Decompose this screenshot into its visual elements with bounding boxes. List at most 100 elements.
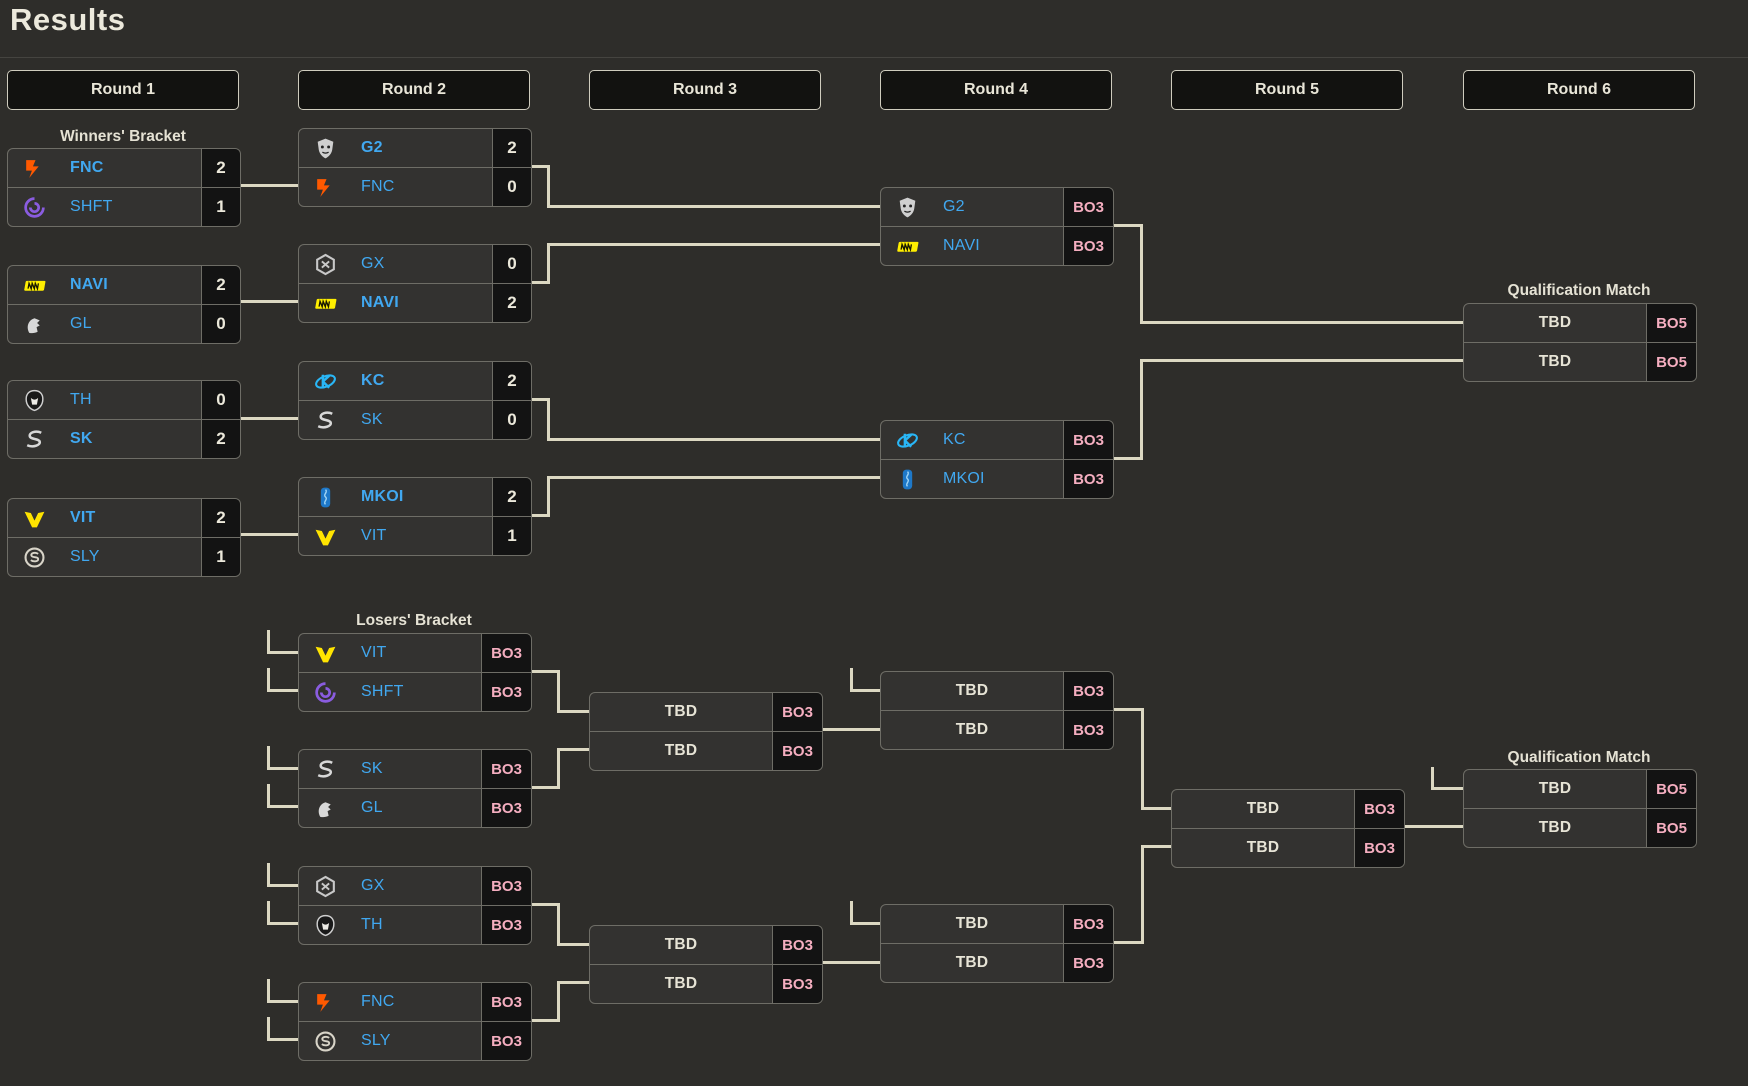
bo-badge: BO3: [1063, 188, 1113, 226]
bo-badge: BO3: [481, 634, 531, 672]
bracket-connector: [821, 960, 880, 964]
bracket-connector: [556, 747, 560, 789]
team-name: SHFT: [70, 198, 113, 215]
page-title: Results: [10, 2, 126, 37]
sk-logo-icon: [19, 426, 49, 452]
score-value: 0: [201, 381, 240, 419]
bracket-connector: [1403, 824, 1463, 828]
vit-logo-icon: [310, 640, 340, 666]
team-name: NAVI: [70, 276, 108, 293]
bracket-connector: [558, 709, 589, 713]
shft-logo-icon: [19, 194, 49, 220]
bracket-connector: [1141, 358, 1463, 362]
bracket-connector: [546, 475, 550, 517]
gl-logo-icon: [310, 795, 340, 821]
bracket-connector: [556, 980, 560, 1022]
bracket-connector: [530, 785, 558, 789]
gx-logo-icon: [310, 873, 340, 899]
bo-badge: BO3: [481, 983, 531, 1021]
bracket-connector: [266, 783, 270, 808]
score-value: 2: [492, 129, 531, 167]
bracket-connector: [530, 397, 548, 401]
team-name: KC: [361, 372, 385, 389]
team-row[interactable]: VIT BO3: [299, 634, 531, 672]
team-row[interactable]: G2 2: [299, 129, 531, 167]
bracket-connector: [1142, 806, 1172, 810]
bracket-connector: [1430, 766, 1434, 790]
bracket-connector: [558, 747, 589, 751]
score-value: 1: [201, 538, 240, 576]
qualification-match-top-label: Qualification Match: [1507, 282, 1651, 299]
team-name: NAVI: [361, 294, 399, 311]
team-name: G2: [361, 139, 383, 156]
bo-badge: BO3: [1063, 460, 1113, 498]
score-value: 0: [492, 401, 531, 439]
bracket-connector: [266, 629, 270, 654]
title-divider: [0, 57, 1748, 58]
team-name: GL: [70, 315, 92, 332]
g2-logo-icon: [310, 135, 340, 161]
bracket-connector: [548, 242, 880, 246]
bo-badge: BO3: [481, 867, 531, 905]
bracket-connector: [1113, 707, 1142, 711]
team-name: TBD: [1538, 780, 1572, 797]
gl-logo-icon: [19, 311, 49, 337]
bo-badge: BO3: [1063, 227, 1113, 265]
team-name: MKOI: [361, 488, 404, 505]
kc-logo-icon: [310, 368, 340, 394]
bracket-connector: [1140, 844, 1144, 944]
team-name: VIT: [361, 644, 387, 661]
bo-badge: BO3: [1063, 672, 1113, 710]
bo-badge: BO3: [772, 732, 822, 770]
team-name: SK: [70, 430, 93, 447]
team-name: FNC: [70, 159, 104, 176]
bracket-connector: [1113, 940, 1142, 944]
bracket-connector: [530, 164, 548, 168]
bo-badge: BO3: [1063, 905, 1113, 943]
